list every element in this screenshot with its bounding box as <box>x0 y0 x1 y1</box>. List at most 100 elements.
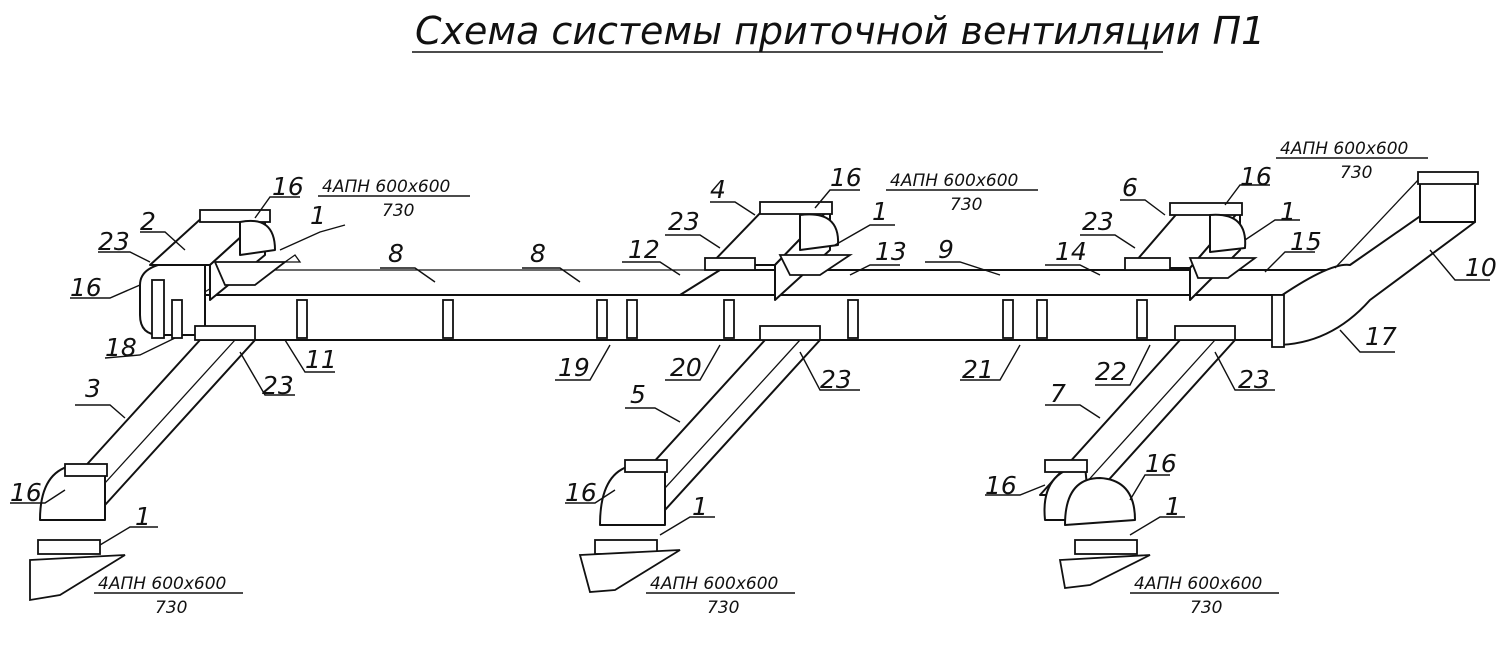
callout-17: 17 <box>1365 322 1397 351</box>
spec-bottom-mid-type: 4АПН 600х600 <box>650 574 778 594</box>
leader-16h <box>1129 474 1170 501</box>
leader-23b <box>239 351 295 396</box>
leader-8b <box>522 267 581 283</box>
callout-22: 22 <box>1095 357 1127 386</box>
branch-7-elbow-flange <box>1044 459 1088 473</box>
flange-8b <box>442 299 454 339</box>
callout-23a: 23 <box>98 227 130 256</box>
leader-23c <box>665 234 721 249</box>
trunk-flanges <box>171 299 1148 339</box>
leader-20 <box>665 344 721 381</box>
branch-3-edge <box>84 339 236 506</box>
branch-5 <box>578 325 821 593</box>
spec-top-mid: 4АПН 600х600 730 <box>886 171 1038 215</box>
spec-top-right-type: 4АПН 600х600 <box>1280 139 1408 159</box>
callout-16g: 16 <box>985 471 1017 500</box>
callout-23b: 23 <box>262 371 294 400</box>
leader-22 <box>1095 344 1151 386</box>
spec-bottom-mid-code: 730 <box>707 598 739 618</box>
branch-3 <box>29 325 256 602</box>
callout-9: 9 <box>938 235 954 264</box>
branch-10-flange <box>1417 171 1479 185</box>
callout-16a: 16 <box>272 172 304 201</box>
branch-7-elbow-b <box>1064 477 1136 526</box>
callout-14: 14 <box>1055 237 1087 266</box>
callout-8b: 8 <box>530 239 546 268</box>
leader-1b <box>99 526 158 546</box>
branch-10-edge <box>1334 177 1421 269</box>
flange-21 <box>1002 299 1014 339</box>
spec-bottom-right-type: 4АПН 600х600 <box>1134 574 1262 594</box>
callout-8a: 8 <box>388 239 404 268</box>
flange-12 <box>626 299 638 339</box>
spec-bottom-right-code: 730 <box>1190 598 1222 618</box>
leader-8a <box>380 267 436 283</box>
callout-16f: 16 <box>1240 162 1272 191</box>
callout-6: 6 <box>1122 173 1138 202</box>
diffuser-br-grille <box>1058 554 1151 589</box>
spec-bottom-left-type: 4АПН 600х600 <box>98 574 226 594</box>
leader-23a <box>98 251 151 263</box>
callout-20: 20 <box>670 353 702 382</box>
flange-8a <box>296 299 308 339</box>
callout-16c: 16 <box>10 478 42 507</box>
callout-leaders <box>10 184 1490 546</box>
trunk-front-face <box>199 294 1301 341</box>
branch-4-elbow <box>799 213 840 251</box>
leader-4 <box>710 201 756 216</box>
spec-bottom-left-code: 730 <box>155 598 187 618</box>
flange-13 <box>847 299 859 339</box>
leader-15 <box>1264 251 1315 273</box>
leader-16d <box>814 189 860 209</box>
callout-11: 11 <box>305 345 337 374</box>
leader-7 <box>1045 404 1101 419</box>
diffuser-bm-grille <box>578 549 681 593</box>
callout-16h: 16 <box>1145 449 1177 478</box>
trunk-top-face <box>199 269 1341 296</box>
spec-top-right: 4АПН 600х600 730 <box>1276 139 1428 183</box>
leader-16a <box>254 196 300 219</box>
callout-16e: 16 <box>565 478 597 507</box>
leader-1c <box>834 224 895 246</box>
callout-1e: 1 <box>1280 197 1296 226</box>
spec-top-left: 4АПН 600х600 730 <box>318 177 470 221</box>
scheme-title: Схема системы приточной вентиляции П1 <box>415 9 1265 53</box>
callout-23c: 23 <box>668 207 700 236</box>
spec-top-left-code: 730 <box>382 201 414 221</box>
leader-23d <box>799 351 860 391</box>
diffuser-bl-flange <box>37 539 101 555</box>
callout-7: 7 <box>1050 379 1066 408</box>
leader-1a <box>279 224 346 251</box>
spec-top-mid-code: 730 <box>950 195 982 215</box>
callout-12: 12 <box>628 235 660 264</box>
callout-2: 2 <box>140 207 156 236</box>
branch-10 <box>1271 171 1479 348</box>
leader-16e <box>565 489 616 504</box>
branch-7 <box>1039 325 1236 589</box>
branch-4-base-flange <box>704 257 756 271</box>
branch-6-flange <box>1169 202 1243 216</box>
branch-6-elbow <box>1209 213 1247 253</box>
callout-21: 21 <box>962 355 994 384</box>
callout-23d: 23 <box>820 365 852 394</box>
diffuser-top-mid-grille <box>778 254 853 276</box>
spec-top-right-code: 730 <box>1340 163 1372 183</box>
leader-5 <box>625 407 681 423</box>
callout-5: 5 <box>630 380 646 409</box>
leader-16f <box>1224 184 1270 206</box>
leader-1f <box>1129 516 1185 536</box>
callout-numbers: 16 2 23 16 1 18 11 23 3 16 1 8 8 12 19 4… <box>10 162 1497 531</box>
leader-18 <box>104 337 176 359</box>
leader-19 <box>555 344 611 381</box>
flange-22 <box>1136 299 1148 339</box>
leader-17 <box>1339 329 1395 353</box>
callout-16d: 16 <box>830 163 862 192</box>
callout-1d: 1 <box>692 492 708 521</box>
callout-19: 19 <box>558 353 590 382</box>
leader-16b <box>70 284 141 299</box>
callout-13: 13 <box>875 237 907 266</box>
callout-10: 10 <box>1465 253 1497 282</box>
leader-6 <box>1120 199 1166 216</box>
